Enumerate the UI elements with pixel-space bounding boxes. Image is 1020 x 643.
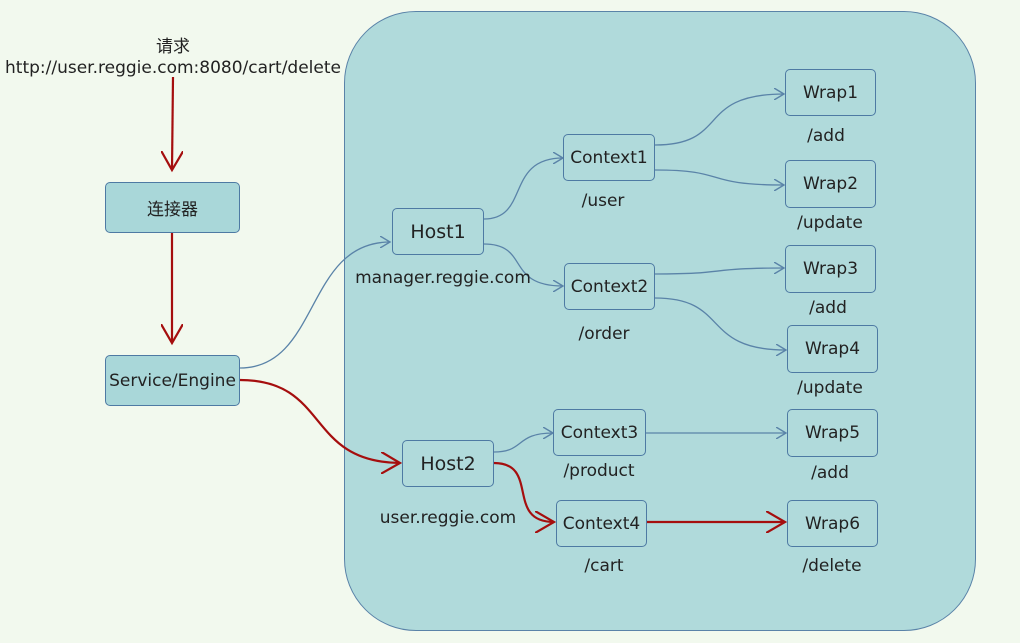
wrap6-node[interactable]: Wrap6	[787, 500, 878, 547]
wrap3-path: /add	[809, 298, 847, 318]
wrap1-path: /add	[807, 126, 845, 146]
context2-path: /order	[578, 324, 630, 344]
link-host2-context3	[493, 433, 553, 453]
connector-node[interactable]: 连接器	[105, 182, 240, 233]
link-host1-context1	[483, 158, 563, 220]
context3-node[interactable]: Context3	[553, 409, 646, 456]
context1-node[interactable]: Context1	[563, 134, 655, 181]
host2-domain: user.reggie.com	[379, 508, 517, 528]
link-context1-wrap1	[654, 94, 784, 146]
link-context2-wrap3	[654, 268, 784, 275]
context1-path: /user	[581, 191, 625, 211]
wrap3-node[interactable]: Wrap3	[785, 245, 876, 293]
context4-node[interactable]: Context4	[556, 500, 647, 547]
wrap5-path: /add	[811, 463, 849, 483]
link-host1-context2	[483, 243, 563, 286]
host1-node[interactable]: Host1	[392, 208, 484, 255]
wrap6-path: /delete	[802, 556, 862, 576]
context4-path: /cart	[584, 556, 624, 576]
wrap2-node[interactable]: Wrap2	[785, 160, 876, 208]
context2-node[interactable]: Context2	[564, 263, 655, 310]
link-context1-wrap2	[654, 169, 784, 185]
red-host2-to-context4	[493, 461, 554, 522]
request-title: 请求	[155, 37, 190, 57]
link-engine-host1	[239, 242, 390, 369]
request-block: 请求 http://user.reggie.com:8080/cart/dele…	[5, 37, 341, 79]
link-context2-wrap4	[654, 297, 786, 350]
context3-path: /product	[563, 461, 635, 481]
red-request-to-connector	[172, 76, 173, 170]
host2-node[interactable]: Host2	[402, 440, 494, 487]
request-url: http://user.reggie.com:8080/cart/delete	[5, 58, 341, 78]
red-engine-to-host2	[239, 378, 400, 463]
wrap5-node[interactable]: Wrap5	[787, 409, 878, 457]
host1-domain: manager.reggie.com	[355, 268, 531, 288]
wrap1-node[interactable]: Wrap1	[785, 69, 876, 116]
wrap2-path: /update	[797, 213, 863, 233]
wrap4-node[interactable]: Wrap4	[787, 325, 878, 373]
wrap4-path: /update	[797, 378, 863, 398]
engine-node[interactable]: Service/Engine	[105, 355, 240, 406]
